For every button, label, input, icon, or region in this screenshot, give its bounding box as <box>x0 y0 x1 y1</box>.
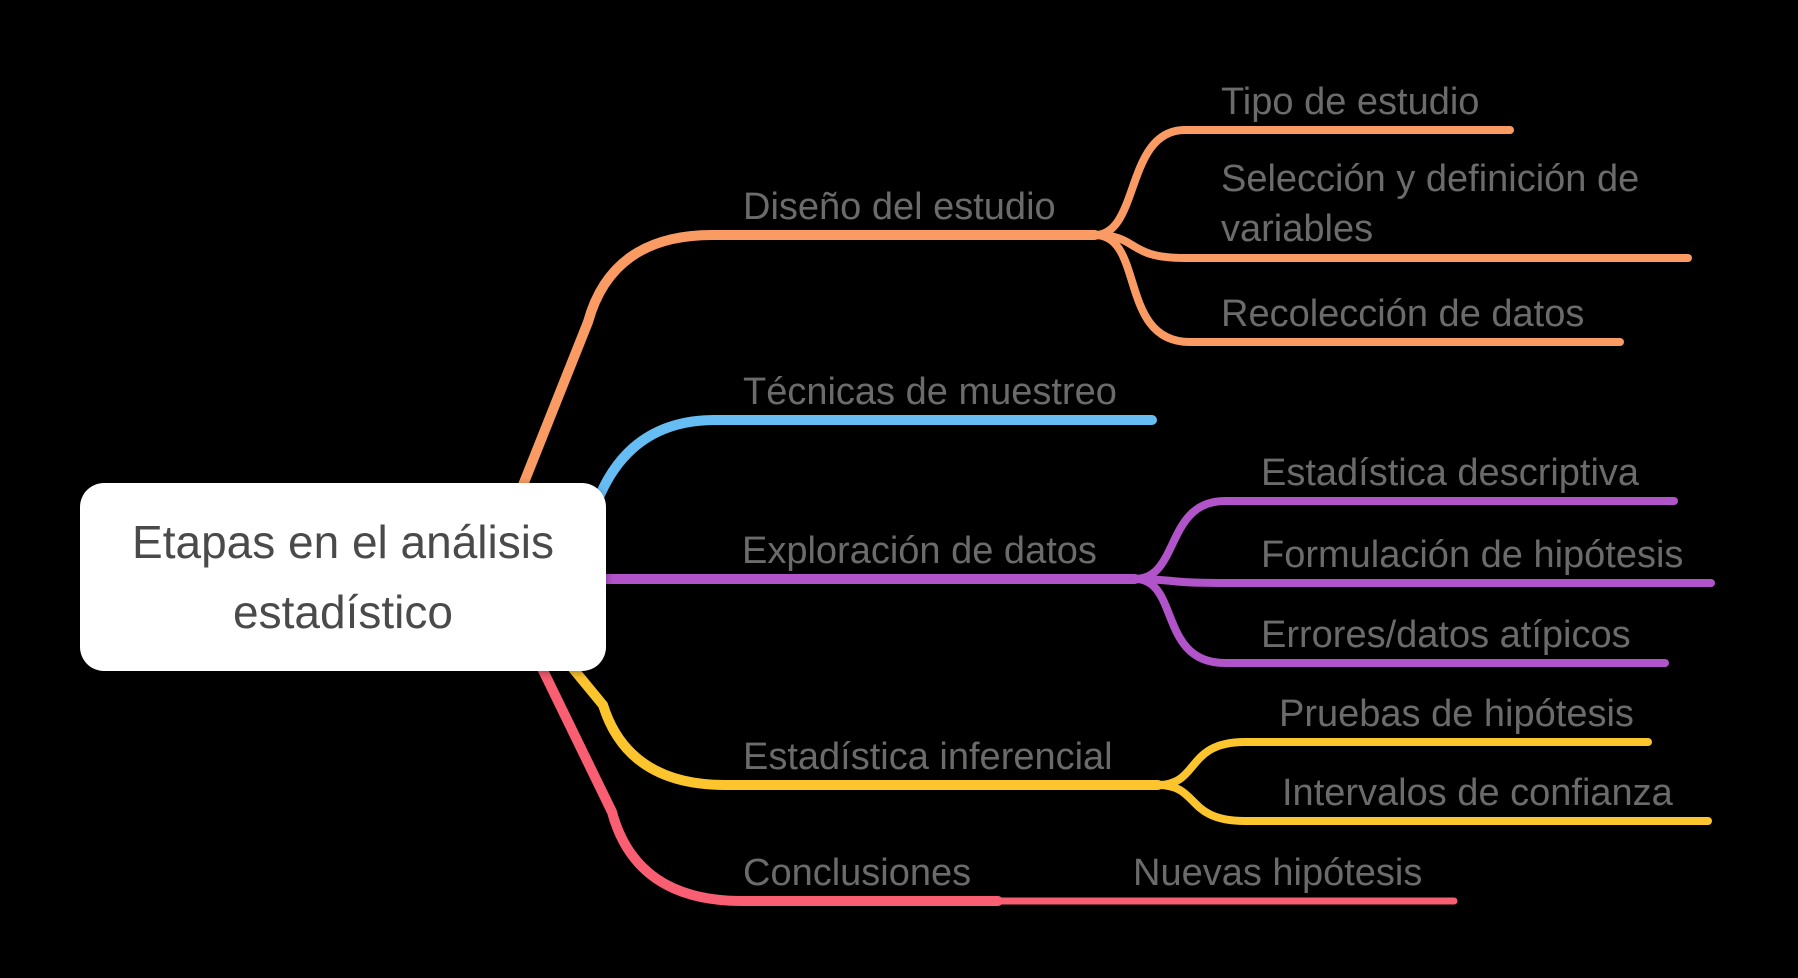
branch-label-estadistica-inferencial[interactable]: Estadística inferencial <box>743 736 1113 778</box>
child-label-intervalos-de-confianza[interactable]: Intervalos de confianza <box>1282 772 1673 814</box>
child-label-seleccion-y-definicion[interactable]: Selección y definición de variables <box>1221 158 1640 250</box>
child-line-intervalos-de-confianza <box>1154 781 1712 825</box>
child-line-estadistica-descriptiva <box>1131 497 1678 583</box>
branch-label-conclusiones[interactable]: Conclusiones <box>743 852 972 894</box>
child-line-errores-datos-atipicos <box>1131 575 1669 667</box>
root-label-line1: Etapas en el análisis <box>132 516 554 568</box>
branch-label-exploracion-de-datos[interactable]: Exploración de datos <box>742 530 1097 572</box>
child-line-recoleccion-de-datos <box>1091 231 1624 346</box>
branch-line-tecnicas-de-muestreo <box>495 415 1157 583</box>
child-label-formulacion-de-hipotesis[interactable]: Formulación de hipótesis <box>1261 534 1684 576</box>
child-label-recoleccion-de-datos[interactable]: Recolección de datos <box>1221 293 1585 335</box>
root-node[interactable]: Etapas en el análisis estadístico <box>80 483 606 671</box>
child-line-formulacion-de-hipotesis <box>1131 575 1715 587</box>
child-line-tipo-de-estudio <box>1091 126 1514 239</box>
branch-line-conclusiones <box>495 577 1003 906</box>
child-label-pruebas-de-hipotesis[interactable]: Pruebas de hipótesis <box>1279 693 1634 735</box>
root-label-line2: estadístico <box>233 586 453 638</box>
branch-line-estadistica-inferencial <box>495 575 1163 790</box>
branch-line-diseno-del-estudio <box>473 230 1100 603</box>
child-label-nuevas-hipotesis[interactable]: Nuevas hipótesis <box>1133 852 1423 894</box>
child-label-errores-datos-atipicos[interactable]: Errores/datos atípicos <box>1261 614 1631 656</box>
branch-label-tecnicas-de-muestreo[interactable]: Técnicas de muestreo <box>743 371 1117 413</box>
child-label-tipo-de-estudio[interactable]: Tipo de estudio <box>1221 81 1480 123</box>
child-label-estadistica-descriptiva[interactable]: Estadística descriptiva <box>1261 452 1640 494</box>
branch-label-diseno-del-estudio[interactable]: Diseño del estudio <box>743 186 1056 228</box>
